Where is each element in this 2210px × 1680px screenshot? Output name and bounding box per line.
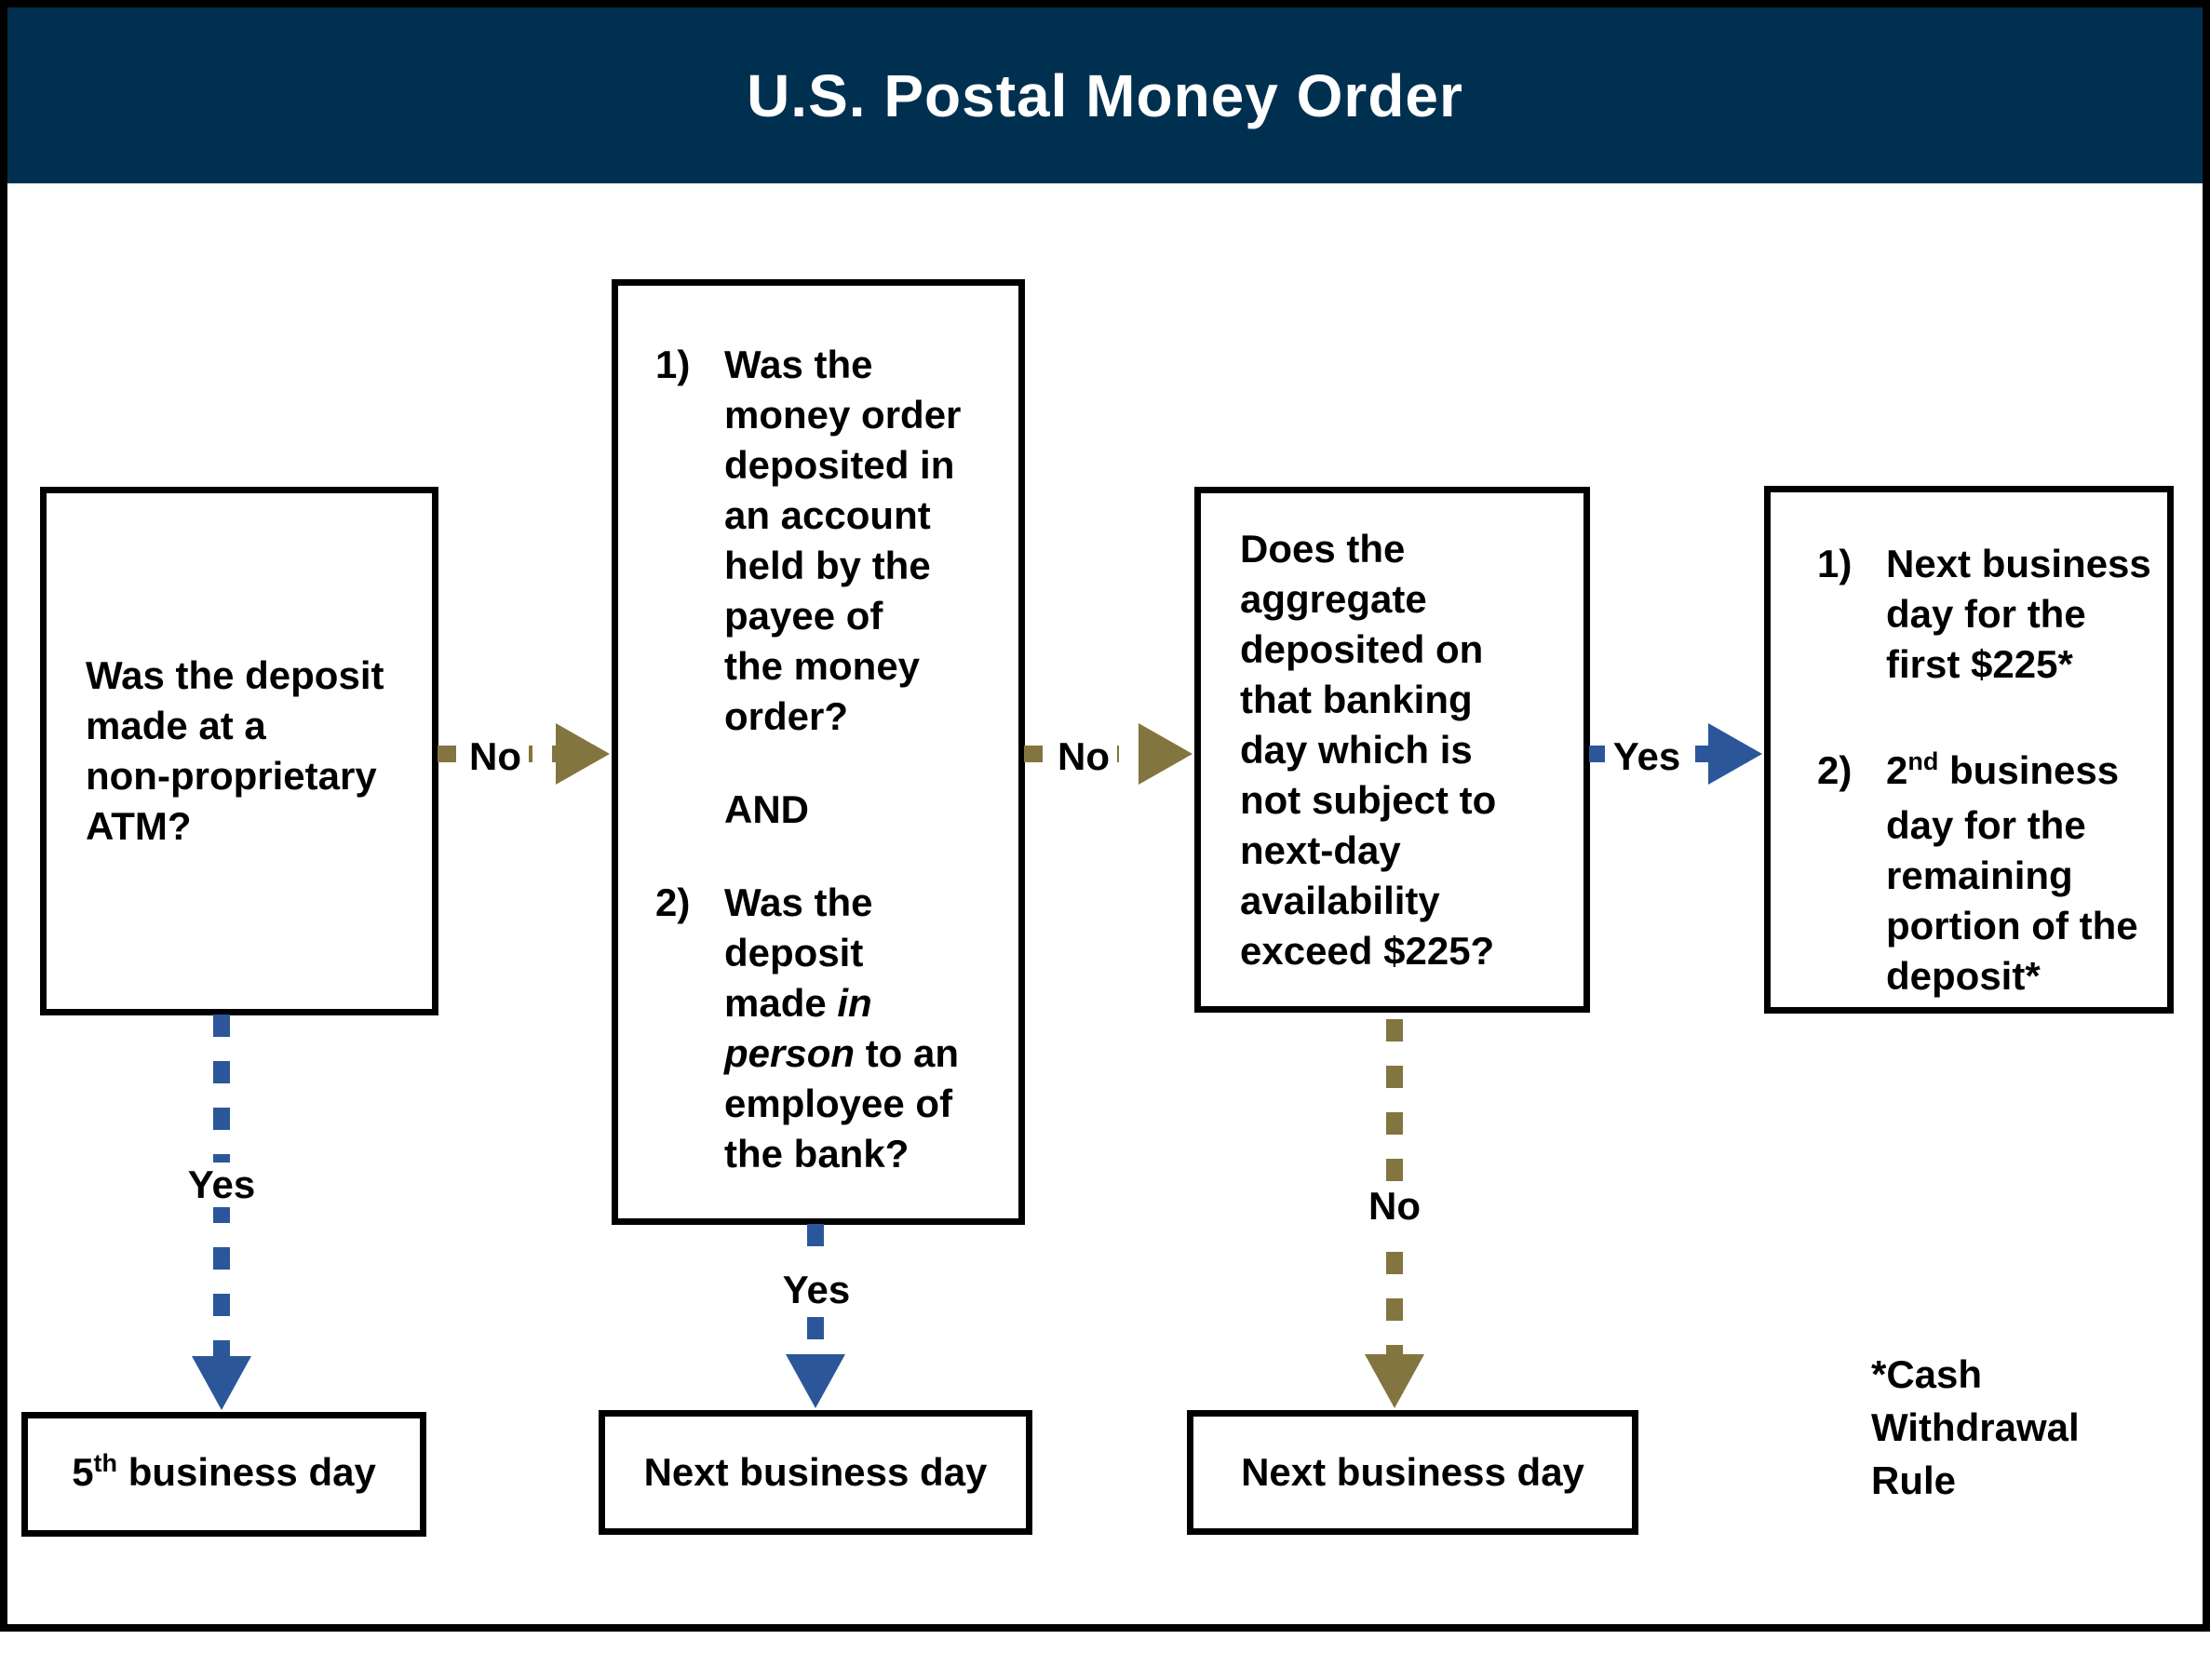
yes-arrow-3-head — [1708, 723, 1762, 785]
result-2-number: 2) — [1817, 748, 1853, 792]
yes-arrow-v2-head — [786, 1354, 845, 1408]
cash-withdrawal-rule-footnote: *Cash Withdrawal Rule — [1871, 1352, 2080, 1502]
result-2-text: 2nd business day for the remaining porti… — [1886, 746, 2138, 1001]
outcome-box-next-business-day-2: Next business day — [1187, 1410, 1638, 1535]
decision-box-non-proprietary-atm: Was the deposit made at a non-proprietar… — [40, 487, 438, 1015]
result-1-text: Next business day for the first $225* — [1886, 542, 2151, 686]
decision-box-1-text: Was the deposit made at a non-proprietar… — [86, 653, 384, 848]
question-1-item: 1) Was the money order deposited in an a… — [655, 340, 1009, 742]
question-2-text-post: to an employee of the bank? — [724, 1031, 960, 1176]
question-2-number: 2) — [655, 880, 691, 924]
outcome-box-5th-business-day: 5th business day — [21, 1412, 426, 1537]
no-arrow-1-head — [556, 723, 610, 785]
result-2-base: 2 — [1886, 748, 1908, 792]
question-2-item: 2) Was the deposit made in person to an … — [655, 878, 1009, 1179]
decision-box-3-text: Does the aggregate deposited on that ban… — [1240, 526, 1497, 973]
result-2-rest: business day for the remaining portion o… — [1886, 748, 2138, 998]
question-2-text: Was the deposit made in person to an emp… — [724, 878, 959, 1179]
and-conjunction: AND — [724, 787, 809, 831]
no-arrow-2-label: No — [1018, 729, 1149, 785]
question-2-text-italic: in person — [724, 981, 872, 1075]
result-box-next-day-rules: 1) Next business day for the first $225*… — [1764, 486, 2174, 1014]
no-arrow-2-head — [1139, 723, 1193, 785]
outcome-box-next-business-day-1: Next business day — [599, 1410, 1032, 1535]
decision-box-payee-account: 1) Was the money order deposited in an a… — [612, 279, 1025, 1225]
header-bar: U.S. Postal Money Order — [7, 7, 2203, 183]
result-1-item: 1) Next business day for the first $225* — [1817, 539, 2160, 690]
result-2-item: 2) 2nd business day for the remaining po… — [1817, 746, 2160, 1001]
question-1-number: 1) — [655, 343, 691, 386]
outcome-a-text: 5th business day — [72, 1448, 376, 1494]
no-arrow-v3-head — [1365, 1354, 1424, 1408]
outcome-c-text: Next business day — [1241, 1450, 1584, 1494]
result-2-superscript: nd — [1907, 747, 1939, 775]
yes-arrow-v2-label: Yes — [733, 1262, 900, 1318]
decision-box-aggregate-225: Does the aggregate deposited on that ban… — [1194, 487, 1590, 1013]
yes-arrow-3-label: Yes — [1582, 729, 1712, 785]
no-arrow-1-label: No — [430, 729, 560, 785]
outcome-b-text: Next business day — [643, 1450, 988, 1494]
question-1-text: Was the money order deposited in an acco… — [724, 343, 962, 738]
yes-arrow-v1-label: Yes — [138, 1157, 305, 1213]
no-arrow-v3-label: No — [1311, 1178, 1478, 1234]
question-2-text-pre: Was the deposit made — [724, 880, 873, 1025]
result-1-number: 1) — [1817, 542, 1853, 585]
yes-arrow-v1-head — [192, 1356, 251, 1410]
page-title: U.S. Postal Money Order — [747, 61, 1463, 129]
outcome-a-superscript: th — [93, 1448, 118, 1477]
